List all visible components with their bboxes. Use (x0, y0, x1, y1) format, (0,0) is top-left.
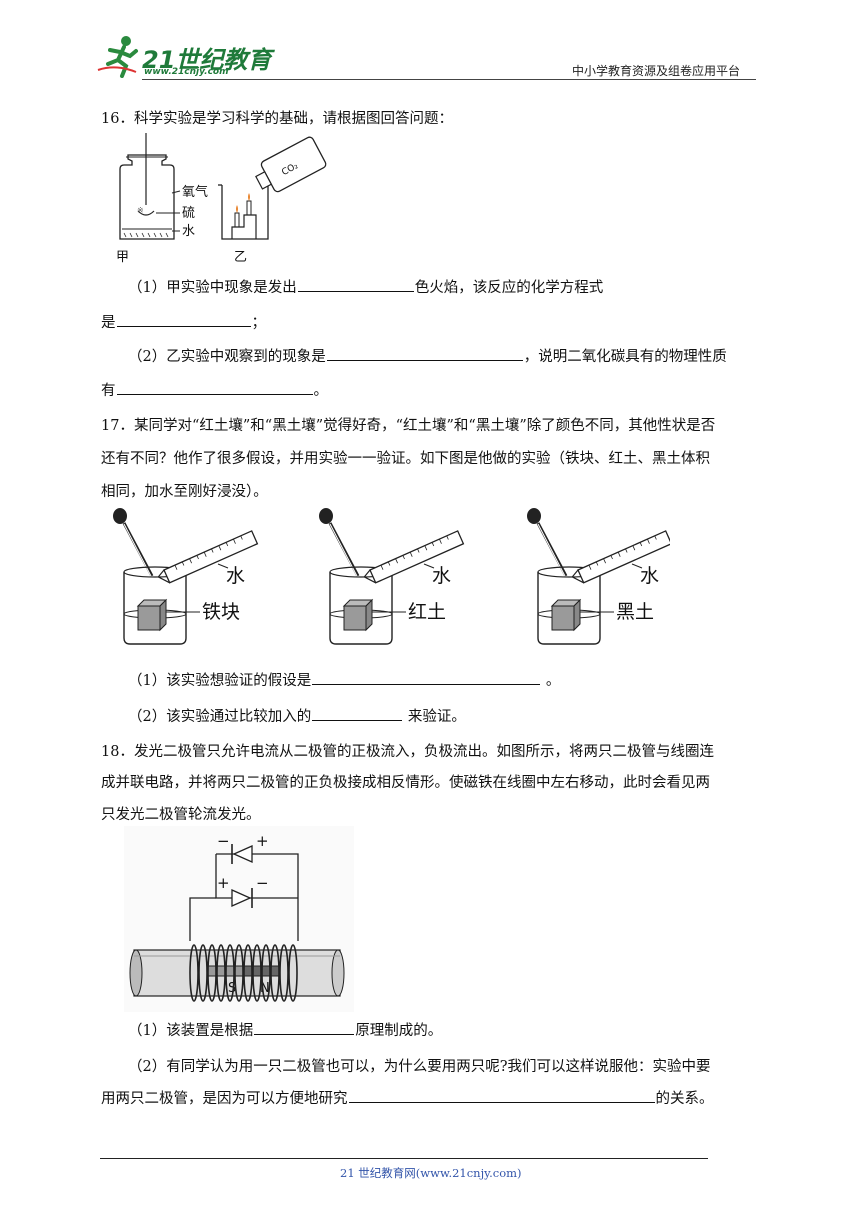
diode2-plus: + (217, 874, 230, 892)
label-red-soil: 红土 (408, 601, 446, 623)
q16-part1-line2: 是； (101, 311, 266, 332)
diode1-plus: + (256, 832, 269, 850)
q16-part1-line1: （1）甲实验中现象是发出色火焰，该反应的化学方程式 (128, 276, 603, 297)
q17-figure: 水 水 水 铁块 红土 黑土 (111, 508, 670, 646)
q17-part1: （1）该实验想验证的假设是 。 (128, 669, 560, 690)
label-water-1: 水 (226, 565, 245, 587)
header-rule (142, 79, 756, 80)
q18-part1: （1）该装置是根据原理制成的。 (128, 1019, 442, 1040)
q18-stem-line2: 成并联电路，并将两只二极管的正负极接成相反情形。使磁铁在线圈中左右移动，此时会看… (101, 775, 710, 791)
q16-stem: 16．科学实验是学习科学的基础，请根据图回答问题： (101, 111, 453, 127)
q16-part2-line1: （2）乙实验中观察到的现象是，说明二氧化碳具有的物理性质 (128, 345, 727, 366)
q18-figure: − + + − S N (124, 826, 354, 1012)
svg-text:※: ※ (137, 206, 144, 215)
q17-blank-compare[interactable] (312, 706, 403, 721)
q17-stem-line1: 17．某同学对“红土壤”和“黑土壤”觉得好奇，“红土壤”和“黑土壤”除了颜色不同… (101, 418, 716, 434)
diode2-minus: − (256, 874, 269, 892)
header-right-text: 中小学教育资源及组卷应用平台 (572, 64, 741, 78)
magnet-s: S (228, 981, 236, 996)
diode1-minus: − (217, 832, 230, 850)
q18-part2-line2: 用两只二极管，是因为可以方便地研究的关系。 (101, 1087, 714, 1108)
label-water: 水 (182, 224, 195, 239)
q17-blank-hypothesis[interactable] (312, 670, 541, 685)
label-yi: 乙 (234, 250, 247, 265)
q18-stem-line3: 只发光二极管轮流发光。 (101, 807, 261, 823)
q18-blank-principle[interactable] (254, 1020, 355, 1035)
label-water-3: 水 (640, 565, 659, 587)
q18-stem-line1: 18．发光二极管只允许电流从二极管的正极流入，负极流出。如图所示，将两只二极管与… (101, 744, 714, 760)
magnet-n: N (260, 981, 270, 996)
label-black-soil: 黑土 (616, 601, 654, 623)
q17-stem-line3: 相同，加水至刚好浸没）。 (101, 484, 268, 500)
q16-figure: ※ 氧气 硫 水 甲 CO₂ 乙 (116, 133, 327, 265)
q16-part2-line2: 有。 (101, 379, 328, 400)
label-water-2: 水 (432, 565, 451, 587)
logo-url: www.21cnjy.com (144, 67, 229, 77)
logo-text: 21世纪教育 (142, 46, 272, 74)
q16-blank-flame-color[interactable] (297, 277, 414, 292)
runner-logo-icon (97, 36, 138, 78)
label-iron: 铁块 (202, 601, 240, 623)
q16-blank-equation[interactable] (116, 312, 251, 327)
q18-part2-line1: （2）有同学认为用一只二极管也可以，为什么要用两只呢?我们可以这样说服他：实验中… (128, 1059, 711, 1075)
q16-blank-phenomenon[interactable] (326, 346, 523, 361)
q18-blank-relation[interactable] (348, 1088, 655, 1103)
q16-blank-property[interactable] (116, 380, 313, 395)
footer-text: 21 世纪教育网(www.21cnjy.com) (340, 1166, 522, 1180)
footer-rule (100, 1158, 708, 1159)
label-oxygen: 氧气 (182, 184, 208, 200)
label-jia: 甲 (116, 250, 129, 265)
q17-stem-line2: 还有不同？他作了很多假设，并用实验一一验证。如下图是他做的实验（铁块、红土、黑土… (101, 451, 710, 467)
label-sulfur: 硫 (182, 206, 195, 221)
q17-part2: （2）该实验通过比较加入的 来验证。 (128, 705, 466, 726)
